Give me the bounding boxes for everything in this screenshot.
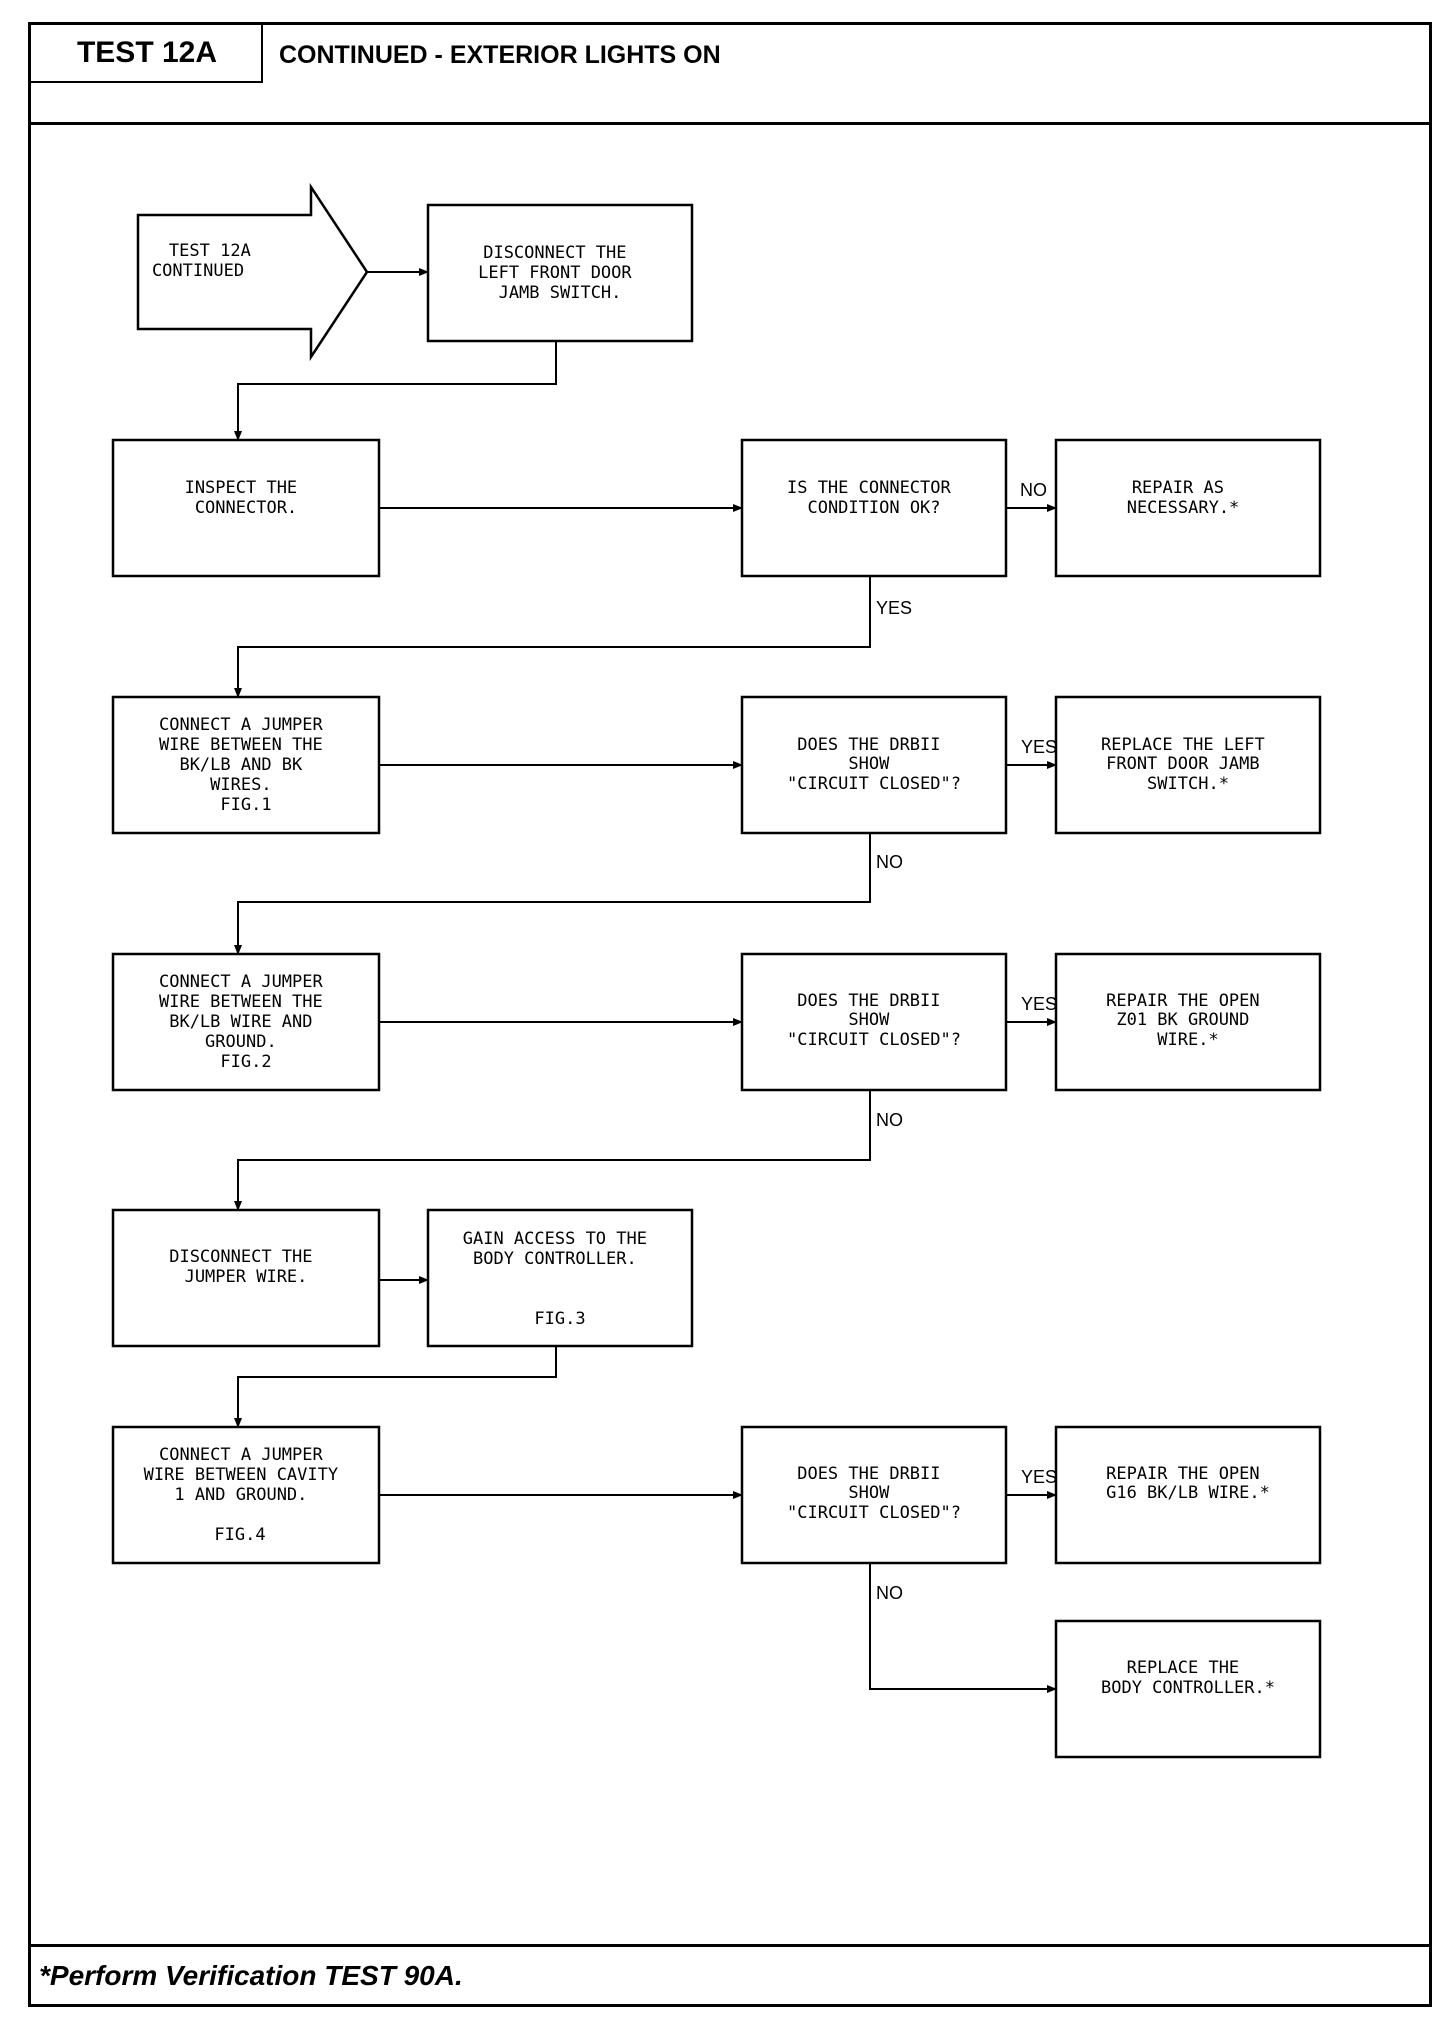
decision-drbii-3: DOES THE DRBII SHOW "CIRCUIT CLOSED"?	[740, 1425, 1008, 1565]
decision-connector-ok: IS THE CONNECTOR CONDITION OK?	[740, 438, 1008, 578]
label-drbii-3-yes: YES	[1021, 1467, 1057, 1487]
box-disconnect-jumper: DISCONNECT THE JUMPER WIRE.	[111, 1208, 381, 1348]
arrow-disconnect-to-inspect	[234, 341, 557, 441]
test-id: TEST 12A	[76, 36, 218, 69]
svg-text:REPLACE THE BODY CONTROL: REPLACE THE BODY CONTROLLER.*	[1101, 1658, 1275, 1698]
svg-text:IS THE CONNECTOR CONDITI: IS THE CONNECTOR CONDITION OK?	[787, 478, 961, 518]
svg-text:INSPECT THE CONNECTOR.: INSPECT THE CONNECTOR.	[185, 478, 308, 518]
arrow-gain-access-to-jumper-cavity	[234, 1346, 557, 1428]
svg-text:REPLACE THE LEFT FRONT D: REPLACE THE LEFT FRONT DOOR JAMB SWITCH.…	[1101, 735, 1275, 794]
decision-drbii-1: DOES THE DRBII SHOW "CIRCUIT CLOSED"?	[740, 695, 1008, 835]
svg-text:GAIN ACCESS TO THE BODY: GAIN ACCESS TO THE BODY CONTROLLER. FIG.…	[463, 1229, 657, 1329]
arrow-drbii-2-no	[234, 1090, 871, 1211]
box-repair-g16: REPAIR THE OPEN G16 BK/LB WIRE.*	[1054, 1425, 1322, 1565]
svg-text:DISCONNECT THE JUMPER WI: DISCONNECT THE JUMPER WIRE.	[169, 1247, 323, 1287]
start-arrow: TEST 12A CONTINUED	[136, 182, 369, 362]
arrow-drbii-1-no	[234, 833, 871, 955]
svg-text:DOES THE DRBII SHOW: DOES THE DRBII SHOW "CIRCUIT CLOSED"?	[787, 735, 961, 794]
footer-divider	[31, 1944, 1429, 1947]
footer-note: *Perform Verification TEST 90A.	[39, 1960, 463, 1991]
svg-text:REPAIR THE OPEN G16 BK/L: REPAIR THE OPEN G16 BK/LB WIRE.*	[1106, 1464, 1270, 1503]
test-title: CONTINUED - EXTERIOR LIGHTS ON	[279, 41, 721, 69]
box-repair-z01: REPAIR THE OPEN Z01 BK GROUND WIRE.*	[1054, 952, 1322, 1092]
label-connector-ok-no: NO	[1020, 480, 1047, 500]
arrow-connector-ok-yes	[234, 576, 871, 698]
svg-text:CONNECT A JUMPER WIRE BE: CONNECT A JUMPER WIRE BETWEEN THE BK/LB …	[159, 972, 333, 1072]
test-id-box: TEST 12A	[31, 25, 263, 83]
svg-text:DISCONNECT THE LEFT FRON: DISCONNECT THE LEFT FRONT DOOR JAMB SWIT…	[478, 243, 642, 303]
svg-text:DOES THE DRBII SHOW: DOES THE DRBII SHOW "CIRCUIT CLOSED"?	[787, 1464, 961, 1523]
svg-text:DOES THE DRBII SHOW: DOES THE DRBII SHOW "CIRCUIT CLOSED"?	[787, 991, 961, 1050]
box-repair-as-necessary: REPAIR AS NECESSARY.*	[1054, 438, 1322, 578]
label-drbii-1-yes: YES	[1021, 737, 1057, 757]
arrow-drbii-3-no	[869, 1563, 1057, 1693]
box-jumper-ground: CONNECT A JUMPER WIRE BETWEEN THE BK/LB …	[111, 952, 381, 1092]
label-drbii-1-no: NO	[876, 852, 903, 872]
label-drbii-2-no: NO	[876, 1110, 903, 1130]
box-replace-switch: REPLACE THE LEFT FRONT DOOR JAMB SWITCH.…	[1054, 695, 1322, 835]
box-jumper-cavity: CONNECT A JUMPER WIRE BETWEEN CAVITY 1 A…	[111, 1425, 381, 1565]
label-drbii-3-no: NO	[876, 1583, 903, 1603]
box-jumper-bk: CONNECT A JUMPER WIRE BETWEEN THE BK/LB …	[111, 695, 381, 835]
box-gain-access: GAIN ACCESS TO THE BODY CONTROLLER. FIG.…	[426, 1208, 694, 1348]
box-disconnect-switch: DISCONNECT THE LEFT FRONT DOOR JAMB SWIT…	[426, 203, 694, 343]
branch-labels: NO YES YES NO YES NO YES NO	[876, 480, 1057, 1603]
flowchart-page: TEST 12A CONTINUED - EXTERIOR LIGHTS ON …	[28, 22, 1432, 2007]
header-divider	[31, 122, 1429, 125]
connector-lines	[234, 268, 1057, 1693]
svg-text:CONNECT A JUMPER WIRE BE: CONNECT A JUMPER WIRE BETWEEN CAVITY 1 A…	[144, 1445, 349, 1545]
decision-drbii-2: DOES THE DRBII SHOW "CIRCUIT CLOSED"?	[740, 952, 1008, 1092]
box-inspect-connector: INSPECT THE CONNECTOR.	[111, 438, 381, 578]
label-connector-ok-yes: YES	[876, 598, 912, 618]
svg-text:REPAIR AS NECESSARY.*: REPAIR AS NECESSARY.*	[1127, 478, 1240, 518]
box-replace-controller: REPLACE THE BODY CONTROLLER.*	[1054, 1619, 1322, 1759]
svg-text:REPAIR THE OPEN Z01 BK G: REPAIR THE OPEN Z01 BK GROUND WIRE.*	[1106, 991, 1270, 1050]
label-drbii-2-yes: YES	[1021, 994, 1057, 1014]
start-arrow-label: TEST 12A CONTINUED	[152, 241, 261, 281]
svg-text:CONNECT A JUMPER WIRE BE: CONNECT A JUMPER WIRE BETWEEN THE BK/LB …	[159, 715, 333, 815]
